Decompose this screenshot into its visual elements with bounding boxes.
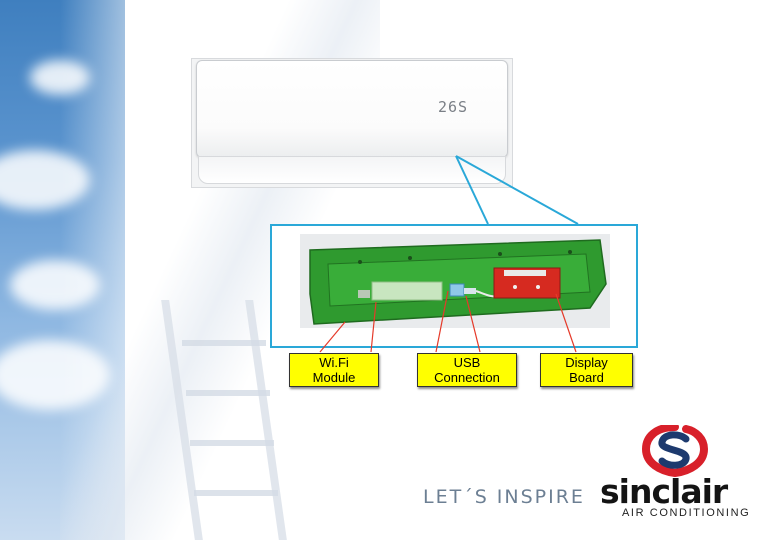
ac-unit-louver	[198, 156, 506, 184]
display-board-label-line1: Display	[565, 355, 608, 370]
display-board-label-line2: Board	[569, 370, 604, 385]
tagline: LET´S INSPIRE	[423, 486, 585, 508]
display-board-label: Display Board	[540, 353, 633, 387]
brand-subtitle: AIR CONDITIONING	[622, 507, 751, 519]
wifi-module-label-line2: Module	[312, 370, 356, 385]
ac-temperature-display: 26S	[438, 98, 469, 116]
wifi-module-label: Wi.Fi Module	[289, 353, 379, 387]
sinclair-s-logo-icon	[641, 425, 709, 477]
wifi-module-label-line1: Wi.Fi	[319, 355, 349, 370]
red-pointer-lines	[319, 290, 577, 353]
usb-connection-label: USB Connection	[417, 353, 517, 387]
internal-components-photo	[300, 234, 610, 328]
usb-connection-label-line1: USB	[453, 355, 481, 370]
blue-callout-lines	[455, 155, 579, 225]
usb-connection-label-line2: Connection	[434, 370, 500, 385]
internal-board-drawing	[300, 234, 610, 328]
brand-wordmark: sinclair	[600, 472, 728, 511]
